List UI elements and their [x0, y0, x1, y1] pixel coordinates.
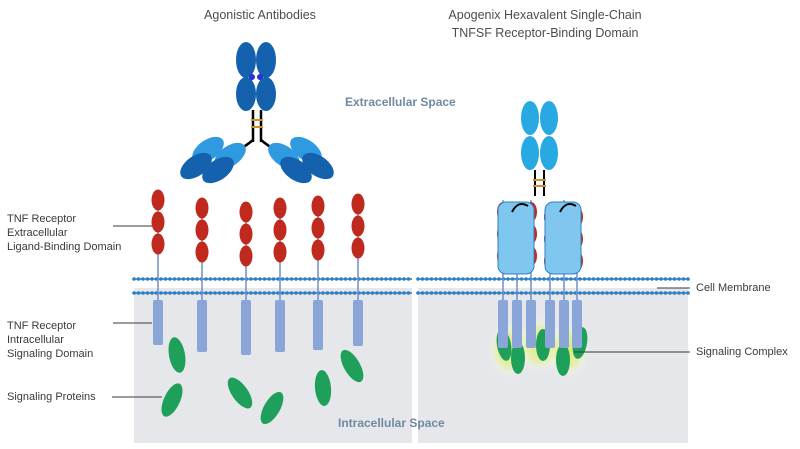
agonistic-antibody: [180, 42, 334, 184]
apogenix-hexavalent-molecule: [497, 101, 582, 275]
title-agonistic-antibodies: Agonistic Antibodies: [204, 8, 316, 22]
label-signaling-proteins: Signaling Proteins: [7, 391, 96, 403]
intracellular-space-label: Intracellular Space: [338, 416, 445, 430]
label-cell-membrane: Cell Membrane: [696, 282, 771, 294]
title-apogenix: Apogenix Hexavalent Single-Chain TNFSF R…: [448, 8, 642, 40]
leader-lines: [112, 225, 690, 398]
label-signaling-complex: Signaling Complex: [696, 346, 788, 358]
cell-membrane-right: [416, 277, 690, 295]
receptors-left: [151, 189, 365, 355]
label-intracellular-signaling-domain: TNF Receptor Intracellular Signaling Dom…: [7, 320, 94, 360]
signaling-proteins-left: [161, 337, 364, 425]
label-ligand-binding-domain: TNF Receptor Extracellular Ligand-Bindin…: [7, 213, 122, 253]
extracellular-space-label: Extracellular Space: [345, 95, 456, 109]
